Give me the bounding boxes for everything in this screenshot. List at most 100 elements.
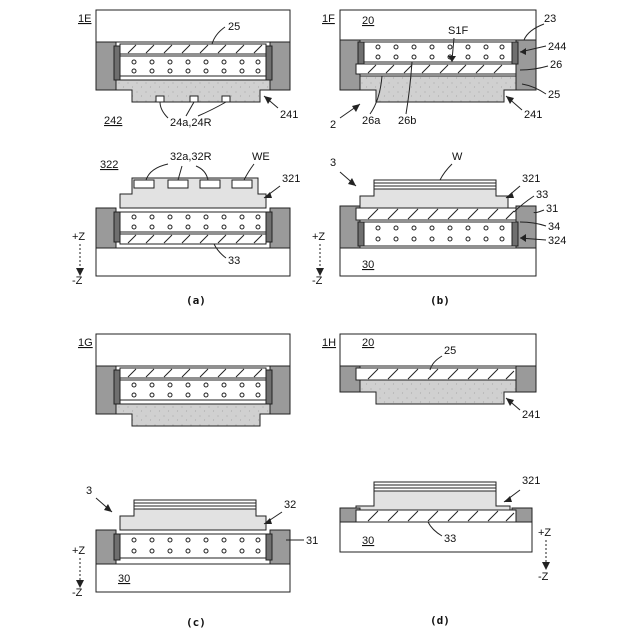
label-32: 32 [284,499,296,511]
frame-right [270,42,290,90]
label-33: 33 [536,189,548,201]
frame-inner-right [512,222,518,246]
frame-inner-left [114,46,120,80]
axis-plus-z: +Z [312,231,325,243]
frame-inner-left [114,534,120,560]
bump-32a [134,180,154,188]
label-1F: 1F [322,13,335,25]
label-31: 31 [306,535,318,547]
caption-b: (b) [430,294,450,307]
axis-minus-z: -Z [312,275,323,287]
dot-layer [120,380,266,400]
label-34: 34 [548,221,560,233]
frame-right [270,208,290,248]
label-26a: 26a [362,115,381,127]
axis-plus-z: +Z [72,545,85,557]
substrate [360,76,516,102]
panel-a-top: 1E 25 2 [78,10,298,129]
bump-32a [168,180,188,188]
label-242: 242 [104,115,122,127]
bump [190,96,198,102]
white-box [96,334,290,366]
substrate [360,380,516,404]
label-321: 321 [522,173,540,185]
arrowhead [348,178,356,186]
label-WE: WE [252,151,270,163]
label-S1F: S1F [448,25,468,37]
label-322: 322 [100,159,118,171]
label-W: W [452,151,463,163]
substrate [116,404,270,426]
arrowhead [506,96,514,104]
frame-inner-left [358,222,364,246]
label-1H: 1H [322,337,336,349]
panel-a-bottom: 322 32a,32R WE [72,151,300,287]
label-2: 2 [330,119,336,131]
bump [156,96,164,102]
label-321: 321 [282,173,300,185]
substrate-raised [360,189,508,208]
frame-inner-right [512,42,518,64]
label-31: 31 [546,203,558,215]
panel-b-bottom: 3 30 W 321 [312,151,566,287]
label-24a24R: 24a,24R [170,117,212,129]
axis-minus-z: -Z [72,275,83,287]
label-241: 241 [522,409,540,421]
frame-left [96,42,116,90]
dot-layer [364,42,512,62]
frame-right [516,40,536,90]
axis-minus-z: -Z [72,587,83,599]
label-324: 324 [548,235,566,247]
axis-minus-z: -Z [538,571,549,583]
frame-right [270,530,290,564]
dot-layer [364,222,512,246]
frame-inner-left [114,370,120,404]
label-30: 30 [118,573,130,585]
panel-c-bottom: 3 30 32 31 +Z -Z [72,485,318,599]
label-33: 33 [228,255,240,267]
frame-inner-left [114,212,120,242]
bump-32a [200,180,220,188]
frame-right [516,366,536,392]
white-box [96,10,290,42]
label-20: 20 [362,337,374,349]
panel-c-top: 1G [78,334,290,426]
label-241: 241 [280,109,298,121]
label-1G: 1G [78,337,93,349]
caption-d: (d) [430,614,450,627]
label-1E: 1E [78,13,91,25]
dot-layer [120,534,266,558]
label-32a32R: 32a,32R [170,151,212,163]
arrowhead [506,398,514,406]
label-25: 25 [228,21,240,33]
arrowhead [352,104,360,112]
arrowhead [264,96,272,104]
axis-plus-z: +Z [538,527,551,539]
label-25: 25 [444,345,456,357]
hatched-layer-33 [356,510,516,522]
axis-plus-z: +Z [72,231,85,243]
frame-right [270,366,290,414]
hatched-layer [356,208,516,220]
frame-inner-right [266,370,272,404]
label-26b: 26b [398,115,416,127]
arrowhead [104,504,112,512]
frame-left [96,208,116,248]
panel-b-top: 1F 20 S1F 23 244 26 [322,10,566,131]
caption-a: (a) [186,294,206,307]
label-23: 23 [544,13,556,25]
panel-d-bottom: 30 321 33 +Z -Z [340,475,551,583]
frame-inner-right [266,212,272,242]
frame-left [96,366,116,414]
dot-layer [120,56,266,76]
hatched-layer-25 [356,368,516,380]
label-241: 241 [524,109,542,121]
bump [222,96,230,102]
axis-arrowhead [542,562,550,570]
hatched-layer [356,64,516,74]
arrowhead [506,192,514,198]
label-26: 26 [550,59,562,71]
panel-d-top: 1H 20 25 241 [322,334,540,421]
caption-c: (c) [186,616,206,629]
frame-inner-right [266,46,272,80]
